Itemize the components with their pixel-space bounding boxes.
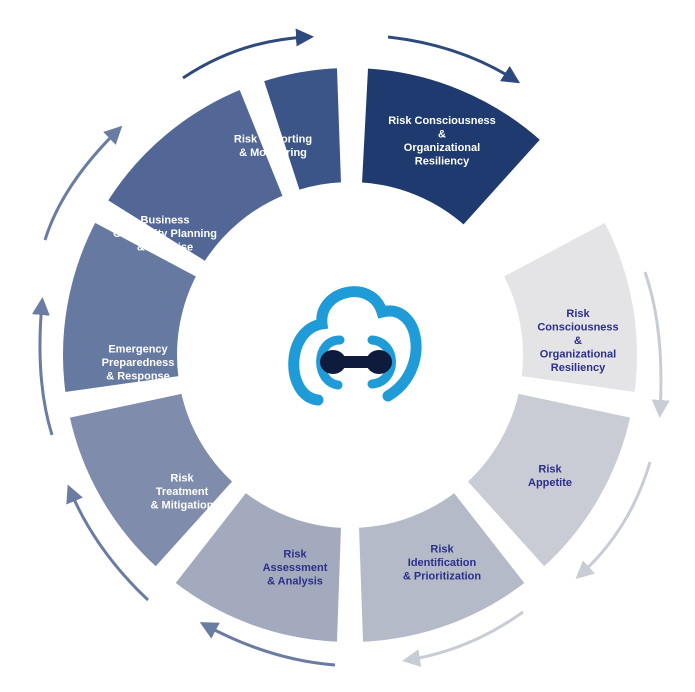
- segment-shape-left-lower: [63, 387, 240, 574]
- segment-label-line: Risk: [538, 463, 562, 475]
- cloud-link-icon: [288, 286, 422, 406]
- segment-label-line: & Analysis: [267, 576, 323, 588]
- cycle-arrows: [31, 28, 670, 667]
- segment-label-line: Risk: [283, 549, 307, 561]
- segment-label-line: Risk: [170, 473, 194, 485]
- arrow-right-upper: [643, 271, 670, 418]
- segment-shape-left-mid: [57, 215, 203, 399]
- segment-label-line: &: [574, 335, 582, 347]
- arrow-left-upper: [43, 125, 123, 241]
- segment-label-line: Risk Consciousness: [388, 115, 496, 127]
- segment-label-line: Risk Reporting: [234, 133, 312, 145]
- arrow-top-left: [182, 28, 314, 80]
- arrow-left-mid: [31, 297, 54, 436]
- segment-label-line: Organizational: [540, 349, 616, 361]
- segment-label-line: Continuity Planning: [113, 228, 217, 240]
- segment-label-line: & Mitigation: [151, 500, 214, 512]
- segment-label-line: Organizational: [404, 142, 480, 154]
- segment-shape-bottom-left: [168, 485, 348, 648]
- segment-label-line: & Exercise: [137, 242, 193, 254]
- arrow-bottom-right: [402, 610, 524, 667]
- segment-shape-left-upper: [101, 83, 290, 268]
- segment-label-line: & Monitoring: [239, 147, 307, 159]
- arrow-right-lower: [575, 461, 652, 580]
- segment-shape-top-right: [355, 62, 548, 232]
- segment-label-line: &: [438, 128, 446, 140]
- arrow-left-lower: [66, 484, 150, 602]
- link-bar: [333, 356, 379, 368]
- segment-label-line: Consciousness: [537, 322, 618, 334]
- segment-shape-bottom-right: [352, 485, 532, 648]
- segment-label-line: Resiliency: [551, 362, 606, 374]
- segment-label-line: Emergency: [108, 344, 168, 356]
- segment-label-top-left: Risk Reporting & Monitoring: [234, 133, 312, 159]
- segment-label-line: & Prioritization: [403, 571, 482, 583]
- segment-shape-right-upper: [497, 215, 643, 399]
- segment-label-line: Risk: [430, 544, 454, 556]
- segment-label-line: Resiliency: [415, 155, 470, 167]
- segment-shape-right-mid: [460, 387, 637, 574]
- segment-label-line: Risk: [566, 308, 590, 320]
- segment-shape-top-left: [257, 62, 348, 197]
- arrow-bottom-left: [199, 622, 336, 667]
- segment-label-line: Business: [141, 215, 190, 227]
- segment-label-line: Appetite: [528, 477, 572, 489]
- segment-label-line: Preparedness: [102, 357, 175, 369]
- segment-label-line: & Response: [106, 371, 170, 383]
- segment-top-left: Risk Reporting & Monitoring: [234, 62, 348, 197]
- segment-label-line: Assessment: [263, 562, 328, 574]
- cloud-outline: [288, 286, 422, 406]
- arrow-top-right: [387, 35, 521, 84]
- segment-label-line: Treatment: [156, 486, 209, 498]
- segment-label-line: Identification: [408, 557, 477, 569]
